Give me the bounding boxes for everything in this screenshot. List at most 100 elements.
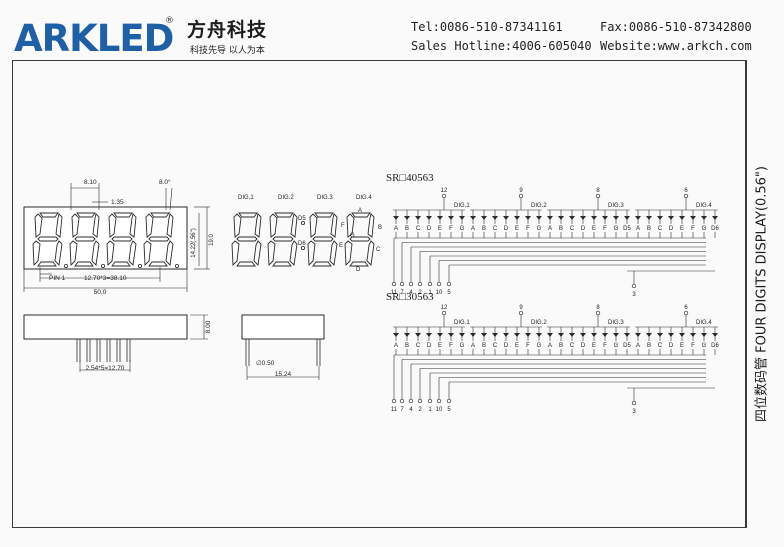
- registered-mark: ®: [165, 16, 174, 26]
- diode-icon: [415, 216, 421, 220]
- digit-label: DIG.2: [531, 320, 547, 326]
- segment-pin-icon: [427, 398, 433, 404]
- seg-letter-b: B: [378, 225, 382, 231]
- segment-pin-label: E: [515, 343, 519, 349]
- bottom-pin-label: 1: [428, 290, 432, 296]
- dim-pin-span: 15.24: [275, 371, 292, 378]
- common-pin-icon: [441, 193, 447, 199]
- frame-divider: [746, 60, 747, 528]
- diode-icon: [481, 333, 487, 337]
- bottom-pin-label: 7: [400, 290, 404, 296]
- segment-pin-label: D6: [711, 226, 719, 232]
- diode-icon: [591, 333, 597, 337]
- segment-pin-label: E: [438, 343, 442, 349]
- contact-hotline: Sales Hotline:4006-605040: [411, 39, 592, 53]
- diode-icon: [437, 216, 443, 220]
- segment-pin-label: G: [614, 343, 619, 349]
- segment-pin-label: F: [526, 343, 530, 349]
- diode-icon: [426, 333, 432, 337]
- diode-icon: [415, 333, 421, 337]
- segment-pin-label: D6: [711, 343, 719, 349]
- segment-pin-label: D5: [623, 343, 631, 349]
- bottom-pin-label: 11: [391, 290, 398, 296]
- segment-pin-label: B: [405, 343, 409, 349]
- diode-icon: [646, 333, 652, 337]
- logo-text: ARKLED: [14, 17, 173, 60]
- segment-pin-label: F: [603, 343, 607, 349]
- segment-pin-label: F: [449, 343, 453, 349]
- dim-pin-diameter: ∅0.50: [256, 360, 275, 367]
- brand-name-cn: 方舟科技: [187, 19, 268, 41]
- segment-pin-icon: [436, 398, 442, 404]
- segment-pin-icon: [436, 281, 442, 287]
- diode-icon: [536, 333, 542, 337]
- common-pin-icon: [595, 193, 601, 199]
- segment-pin-label: E: [515, 226, 519, 232]
- dp-pin-icon: [631, 400, 637, 406]
- diode-icon: [393, 333, 399, 337]
- diode-icon: [525, 216, 531, 220]
- bottom-pin-label: 5: [447, 290, 451, 296]
- pin1-label: PIN 1: [49, 275, 66, 282]
- segment-pin-icon: [399, 281, 405, 287]
- diode-icon: [668, 216, 674, 220]
- segment-pin-label: D: [427, 226, 432, 232]
- bottom-pin-label: 1: [428, 407, 432, 413]
- diode-icon: [470, 333, 476, 337]
- bottom-pin-label: 4: [409, 407, 413, 413]
- diode-icon: [690, 333, 696, 337]
- contact-tel: Tel:0086-510-87341161: [411, 20, 563, 34]
- bottom-pin-label: 7: [400, 407, 404, 413]
- diode-icon: [668, 333, 674, 337]
- common-pin-label: 8: [596, 188, 600, 194]
- diode-icon: [393, 216, 399, 220]
- diode-icon: [635, 333, 641, 337]
- diode-icon: [536, 216, 542, 220]
- common-pin-label: 8: [596, 305, 600, 311]
- diode-icon: [569, 333, 575, 337]
- segment-pin-label: A: [471, 226, 475, 232]
- segment-pin-label: G: [460, 343, 465, 349]
- dim-pins: 2.54*5=12.70: [86, 365, 125, 372]
- diode-icon: [481, 216, 487, 220]
- digit-label: DIG.3: [608, 203, 624, 209]
- segment-pin-label: G: [460, 226, 465, 232]
- common-pin-label: 6: [684, 188, 688, 194]
- segment-pin-icon: [408, 398, 414, 404]
- common-pin-label: 9: [519, 188, 523, 194]
- side-title-panel: 四位数码管 FOUR DIGITS DISPLAY(0.56"): [747, 60, 773, 528]
- seg-dig-3: DIG.3: [317, 195, 333, 201]
- segment-pin-label: C: [658, 226, 663, 232]
- seg-letter-e: E: [339, 243, 343, 249]
- seg-letter-a: A: [358, 208, 362, 214]
- segment-pin-label: F: [526, 226, 530, 232]
- diode-icon: [470, 216, 476, 220]
- diode-icon: [492, 333, 498, 337]
- segment-pin-label: A: [548, 343, 552, 349]
- segment-pin-label: E: [680, 343, 684, 349]
- segment-pin-label: C: [416, 343, 421, 349]
- dim-angle: 8.0°: [159, 178, 171, 186]
- seg-letter-f: F: [341, 223, 345, 229]
- diode-icon: [701, 216, 707, 220]
- segment-pin-label: G: [702, 226, 707, 232]
- diode-icon: [602, 216, 608, 220]
- diode-icon: [624, 333, 630, 337]
- diode-icon: [646, 216, 652, 220]
- segment-pin-label: F: [691, 343, 695, 349]
- bottom-pin-label: 2: [418, 290, 422, 296]
- diode-icon: [459, 216, 465, 220]
- common-pin-icon: [595, 310, 601, 316]
- segment-pin-icon: [399, 398, 405, 404]
- diode-icon: [712, 216, 718, 220]
- side-title: 四位数码管 FOUR DIGITS DISPLAY(0.56"): [754, 166, 770, 422]
- dim-char-height: 14.22(.56"): [191, 228, 197, 257]
- arkled-logo: ARKLED ®: [14, 16, 174, 60]
- diode-icon: [690, 216, 696, 220]
- digit-label: DIG.3: [608, 320, 624, 326]
- dim-width: 50.0: [94, 289, 107, 296]
- segment-pin-label: G: [537, 226, 542, 232]
- digit-label: DIG.2: [531, 203, 547, 209]
- segment-pin-label: B: [559, 226, 563, 232]
